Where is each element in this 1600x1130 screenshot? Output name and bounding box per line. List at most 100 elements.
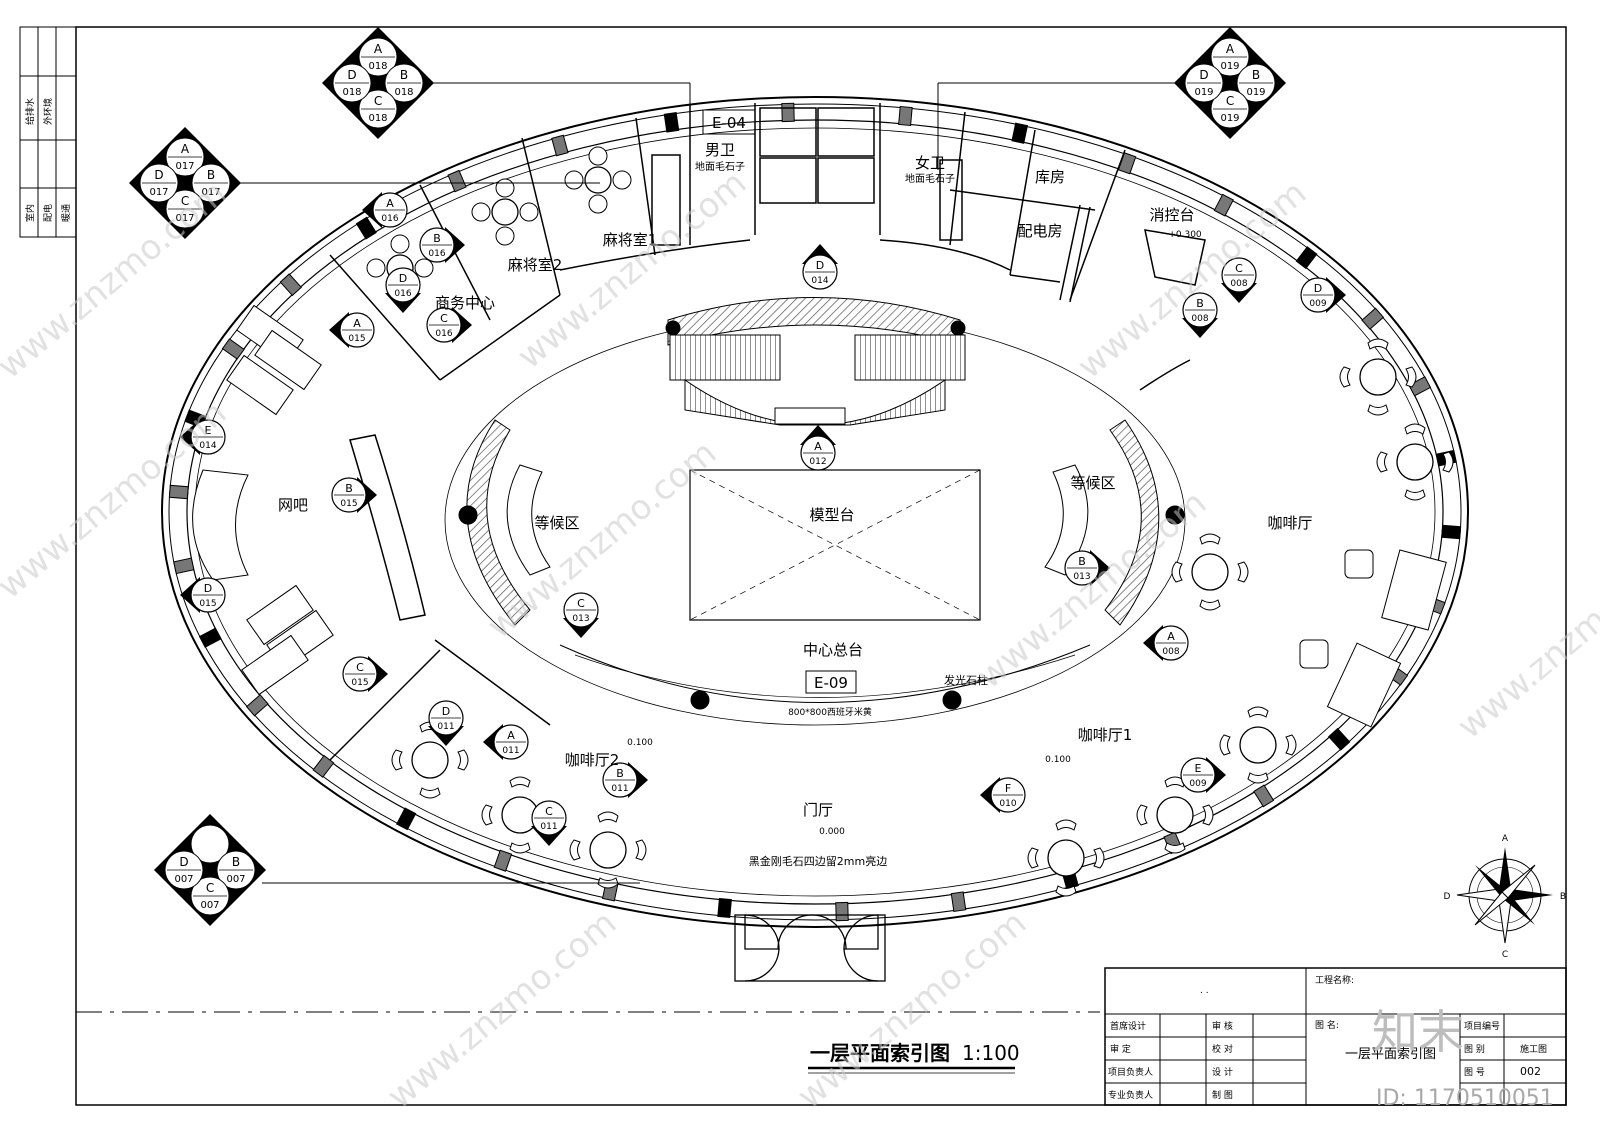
- marker-letter: E: [205, 424, 212, 437]
- watermark-9: www.znzmo.com: [1450, 533, 1600, 747]
- symbol-sheet-number: 017: [175, 161, 194, 172]
- symbol-sheet-number: 018: [368, 113, 387, 124]
- label-center-tag: E-09: [814, 674, 848, 692]
- label-mahjong-2: 麻将室2: [508, 256, 563, 274]
- top-tag-box: [702, 109, 756, 135]
- waiting-area-walls: [192, 419, 1185, 710]
- column: [447, 169, 467, 193]
- marker-sheet-number: 015: [199, 599, 216, 609]
- marker-letter: C: [356, 661, 364, 674]
- column: [717, 897, 732, 919]
- marker-letter: E: [1195, 762, 1202, 775]
- label-fire-control: 消控台: [1149, 206, 1194, 224]
- column: [279, 273, 303, 297]
- symbol-letter: B: [400, 68, 408, 82]
- tb-project-no-label: 项目编号: [1464, 1020, 1500, 1032]
- watermark-6: www.znzmo.com: [970, 483, 1214, 697]
- symbol-quadrant: [190, 824, 230, 864]
- marker-letter: C: [577, 597, 585, 610]
- tb-drawing-name: 一层平面索引图: [1345, 1047, 1436, 1062]
- label-cafe: 咖啡厅: [1267, 514, 1312, 532]
- marker-sheet-number: 015: [340, 499, 357, 509]
- tb-number: 002: [1520, 1065, 1541, 1078]
- marker-sheet-number: 008: [1191, 314, 1208, 324]
- model-platform: [689, 469, 981, 621]
- tb-role-check: 校 对: [1212, 1043, 1233, 1055]
- marker-letter: C: [545, 805, 553, 818]
- label-cafe-1: 咖啡厅1: [1078, 726, 1133, 744]
- label-model-platform: 模型台: [809, 506, 854, 524]
- column: [355, 216, 377, 240]
- symbol-letter: D: [347, 68, 356, 82]
- tb-project-name-label: 工程名称:: [1315, 974, 1354, 986]
- symbol-letter: C: [374, 94, 382, 108]
- column: [1361, 307, 1385, 330]
- strip-interior: 室内: [24, 204, 36, 222]
- marker-letter: B: [345, 482, 353, 495]
- tb-role-approve: 审 定: [1110, 1043, 1131, 1055]
- symbol-letter: A: [374, 42, 383, 56]
- compass-s: C: [1502, 950, 1508, 960]
- strip-hvac: 暖通: [60, 204, 72, 222]
- column: [168, 484, 189, 500]
- marker-letter: D: [1314, 282, 1322, 295]
- sheet-frame: [75, 26, 1567, 1106]
- symbol-letter: D: [1199, 68, 1208, 82]
- column: [551, 134, 569, 157]
- tb-category: 施工图: [1520, 1043, 1547, 1055]
- label-men-wc: 男卫: [705, 141, 735, 159]
- label-hall-note: 黑金刚毛石四边留2mm亮边: [749, 854, 887, 868]
- column: [950, 891, 967, 913]
- tb-category-label: 图 别: [1464, 1044, 1485, 1055]
- column: [312, 754, 335, 778]
- tb-role-chief: 首席设计: [1110, 1020, 1146, 1032]
- drawing-title: 一层平面索引图 1:100: [808, 1041, 1020, 1074]
- index-markers: A016B016C016D016A015B015C015D015E014D014…: [180, 192, 1346, 846]
- marker-letter: B: [1078, 555, 1086, 568]
- column: [1117, 152, 1137, 175]
- marker-letter: A: [814, 440, 822, 453]
- tb-role-pm: 项目负责人: [1108, 1066, 1153, 1078]
- label-top-tag: E-04: [712, 114, 746, 132]
- big-index-symbols: A018B018C018D018A017B017C017D017A019B019…: [129, 27, 1286, 926]
- tb-drawing-name-label: 图 名:: [1315, 1019, 1339, 1031]
- tb-role-lead: 专业负责人: [1108, 1089, 1153, 1101]
- label-women-wc: 女卫: [915, 154, 945, 172]
- label-cafe-2-elev: 0.100: [627, 738, 653, 748]
- column: [663, 111, 680, 133]
- column: [1213, 193, 1234, 217]
- symbol-letter: B: [1252, 68, 1260, 82]
- compass-w: D: [1444, 892, 1451, 902]
- symbol-letter: C: [206, 881, 214, 895]
- label-men-wc-floor: 地面毛石子: [695, 160, 745, 173]
- marker-letter: D: [816, 259, 824, 272]
- strip-exterior: 外环境: [42, 98, 54, 125]
- strip-water: 给排水: [24, 98, 36, 125]
- symbol-sheet-number: 018: [342, 87, 361, 98]
- watermark-8: www.znzmo.com: [790, 903, 1034, 1117]
- marker-letter: C: [1235, 262, 1243, 275]
- column: [835, 901, 849, 922]
- column: [898, 105, 913, 127]
- marker-sheet-number: 016: [381, 214, 398, 224]
- column: [396, 807, 417, 831]
- label-cafe-1-elev: 0.100: [1045, 755, 1071, 765]
- room-labels: 男卫 地面毛石子 女卫 地面毛石子 库房 配电房 消控台 +0.300 麻将室1…: [278, 109, 1313, 868]
- symbol-letter: B: [232, 855, 240, 869]
- column: [1441, 524, 1462, 540]
- label-women-wc-floor: 地面毛石子: [905, 172, 955, 185]
- label-cafe-2: 咖啡厅2: [565, 751, 620, 769]
- marker-letter: A: [353, 317, 361, 330]
